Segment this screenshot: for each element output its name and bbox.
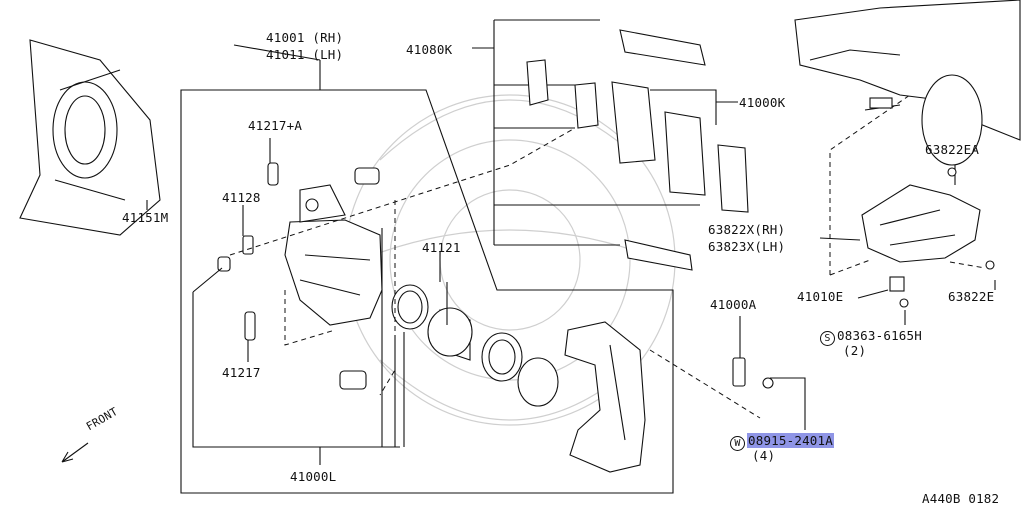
car-illustration bbox=[794, 0, 1021, 166]
label-brake-cover-screw: 63822E bbox=[948, 289, 995, 304]
label-brake-cover-rh: 63822X(RH) bbox=[708, 222, 786, 237]
brake-cover-part bbox=[861, 167, 995, 308]
brake-pads-part bbox=[526, 29, 749, 271]
caliper-bracket-part bbox=[564, 321, 646, 473]
diagram-id: A440B 0182 bbox=[922, 491, 1000, 506]
label-brake-assy: 41010E bbox=[797, 289, 844, 304]
label-dust-shield: 41151M bbox=[122, 210, 169, 225]
dashed-leaders bbox=[229, 94, 986, 419]
dust-shield-part bbox=[19, 39, 161, 236]
label-brake-cover-lh: 63823X(LH) bbox=[708, 239, 786, 254]
leader-lines bbox=[146, 138, 996, 465]
label-screw-qty: (2) bbox=[843, 343, 867, 358]
label-repair-kit: 41000L bbox=[290, 469, 337, 484]
caliper-body-part bbox=[284, 184, 383, 326]
label-caliper-rh: 41001 (RH) bbox=[266, 30, 344, 45]
label-pad-hardware-kit: 41080K bbox=[406, 42, 453, 57]
front-arrow-icon bbox=[61, 442, 89, 463]
screw-part-number: 08363-6165H bbox=[837, 328, 922, 343]
screw-prefix-badge: S bbox=[820, 331, 835, 346]
label-washer-qty: (4) bbox=[752, 448, 776, 463]
caliper-small-parts bbox=[217, 162, 380, 390]
label-pin-boot-bottom: 41217 bbox=[222, 365, 261, 380]
label-piston-seal: 41121 bbox=[422, 240, 461, 255]
caliper-frame bbox=[180, 44, 674, 494]
bolt-washer-part bbox=[732, 357, 774, 389]
label-brake-cover-clip: 63822EA bbox=[925, 142, 980, 157]
washer-prefix-badge: W bbox=[730, 436, 745, 451]
label-caliper-lh: 41011 (LH) bbox=[266, 47, 344, 62]
label-bleeder: 41128 bbox=[222, 190, 261, 205]
label-pad-kit: 41000K bbox=[739, 95, 786, 110]
label-pin-boot-top: 41217+A bbox=[248, 118, 303, 133]
highlighted-part-number[interactable]: 08915-2401A bbox=[747, 433, 834, 448]
label-bolt: 41000A bbox=[710, 297, 757, 312]
piston-parts bbox=[391, 284, 559, 407]
